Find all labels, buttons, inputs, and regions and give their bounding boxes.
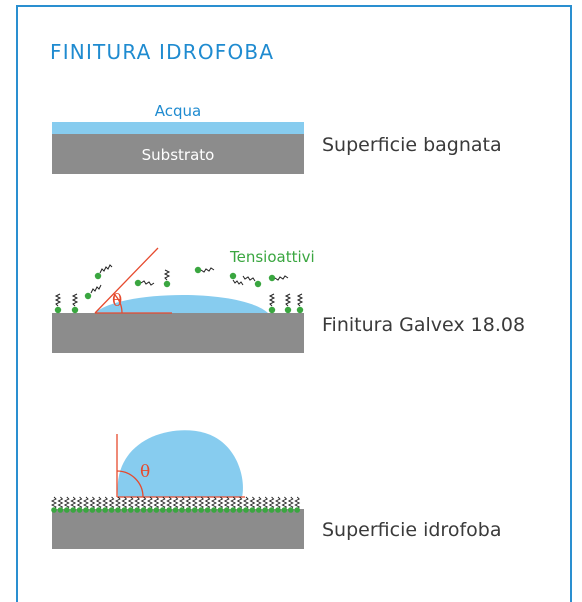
angle-theta-label: θ — [112, 291, 122, 311]
bound-surfactant-heads — [54, 306, 304, 314]
water-layer — [52, 122, 304, 134]
water-droplet — [95, 294, 268, 313]
bound-surfactant-tails — [54, 293, 304, 307]
water-droplet — [117, 430, 243, 497]
panel-wetted-surface: Acqua Substrato — [52, 102, 304, 174]
surfactant-label: Tensioattivi — [229, 248, 315, 266]
angle-arc — [116, 470, 144, 498]
caption-galvex-finish: Finitura Galvex 18.08 — [322, 314, 526, 336]
panel-hydrophobic-surface: θ — [50, 430, 304, 549]
dense-surfactant-tails — [50, 496, 301, 510]
diagram-title: FINITURA IDROFOBA — [50, 40, 275, 64]
diagram-frame — [16, 5, 572, 602]
substrate-block — [52, 509, 304, 549]
free-surfactant-tails — [90, 264, 289, 294]
substrate-block — [52, 134, 304, 174]
water-label: Acqua — [155, 102, 201, 120]
panel-galvex-finish: θ Tensioattivi — [52, 247, 315, 353]
substrate-label: Substrato — [142, 146, 215, 164]
dense-surfactant-heads — [51, 507, 301, 513]
caption-wetted-surface: Superficie bagnata — [322, 134, 502, 156]
substrate-block — [52, 313, 304, 353]
tangent-line — [94, 247, 159, 314]
caption-hydrophobic-surface: Superficie idrofoba — [322, 519, 502, 541]
angle-theta-label: θ — [140, 462, 150, 482]
free-surfactant-heads — [84, 266, 276, 300]
angle-arc — [113, 293, 123, 314]
